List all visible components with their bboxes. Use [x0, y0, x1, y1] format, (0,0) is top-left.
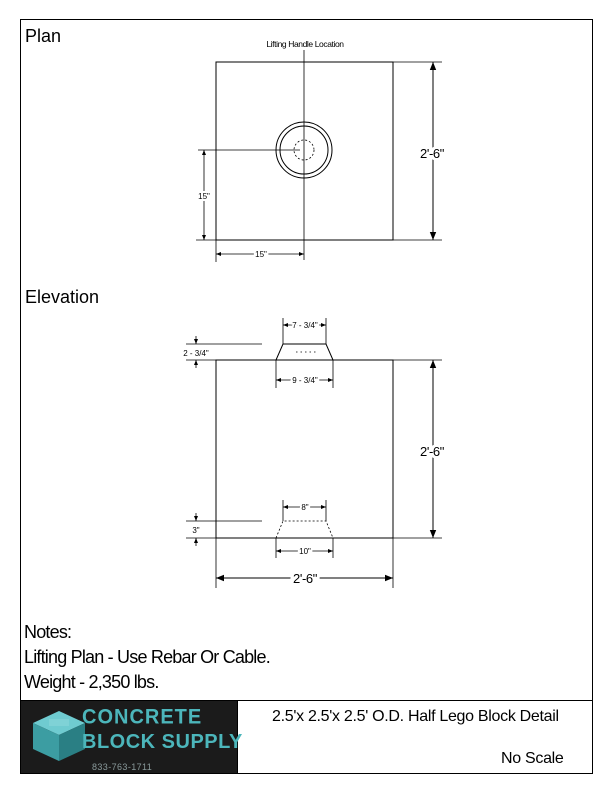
elevation-heading: Elevation — [25, 287, 100, 307]
title-block-top-border — [20, 700, 593, 701]
block-logo-icon — [33, 711, 85, 761]
plan-center-x-dim: 15" — [255, 250, 267, 259]
logo-word-concrete: CONCRETE — [82, 705, 203, 729]
elevation-height-dim: 2'-6" — [420, 444, 445, 459]
plan-center-y-dim: 15" — [198, 192, 210, 201]
knob-base-width-dim: 9 - 3/4" — [292, 376, 318, 385]
callout-lifting-handle: Lifting Handle Location — [266, 39, 344, 49]
knob-height-dim: 2 - 3/4" — [183, 349, 209, 358]
drawing-title: 2.5'x 2.5'x 2.5' O.D. Half Lego Block De… — [272, 708, 559, 725]
plan-heading: Plan — [25, 26, 62, 46]
drawing-border — [20, 19, 593, 774]
drawing-scale: No Scale — [501, 750, 564, 767]
notes-heading: Notes: — [24, 622, 72, 642]
plan-height-dim: 2'-6" — [420, 146, 445, 161]
elevation-top-knob — [275, 343, 334, 361]
title-block-divider — [237, 700, 238, 774]
socket-top-width-dim: 8" — [301, 503, 308, 512]
note-lifting-plan: Lifting Plan - Use Rebar Or Cable. — [24, 647, 271, 667]
company-logo — [21, 701, 237, 773]
company-phone: 833-763-1711 — [92, 762, 153, 772]
socket-depth-dim: 3" — [192, 526, 199, 535]
elevation-bottom-socket — [275, 520, 334, 539]
logo-word-block-supply: BLOCK SUPPLY — [82, 731, 243, 753]
plan-view: Lifting Handle Location 2'-6" 15" 15" — [196, 39, 448, 262]
elevation-block-outline — [215, 359, 394, 539]
plan-block-outline — [215, 61, 394, 241]
elevation-view: 7 - 3/4" 2 - 3/4" 9 - 3/4" 2'-6" 8" 3" 1 — [181, 318, 448, 589]
socket-bottom-width-dim: 10" — [299, 547, 311, 556]
lifting-handle-hidden-circle — [293, 139, 315, 161]
elevation-width-dim: 2'-6" — [293, 571, 318, 586]
knob-top-width-dim: 7 - 3/4" — [292, 321, 318, 330]
drawing-canvas: Lifting Handle Location 2'-6" 15" 15" 7 … — [181, 39, 448, 589]
note-weight: Weight - 2,350 lbs. — [24, 672, 159, 692]
